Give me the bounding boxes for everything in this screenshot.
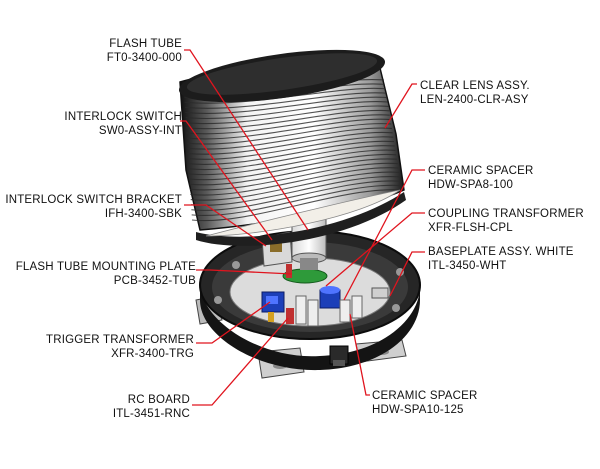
callout-flash-tube-mounting-plate: FLASH TUBE MOUNTING PLATE PCB-3452-TUB: [16, 260, 196, 288]
callout-coupling-transformer-name: COUPLING TRANSFORMER: [428, 208, 584, 220]
callout-baseplate-assy-part: ITL-3450-WHT: [428, 260, 507, 272]
callout-interlock-switch-part: SW0-ASSY-INT: [98, 125, 182, 137]
callout-baseplate-assy: BASEPLATE ASSY. WHITE ITL-3450-WHT: [428, 245, 574, 273]
lens-ridge: [191, 184, 402, 217]
callout-ceramic-spacer-8: CERAMIC SPACER HDW-SPA8-100: [428, 164, 533, 192]
leader-trigger-transformer: [196, 301, 271, 344]
lens-ridge: [190, 162, 398, 191]
leader-rc-board: [192, 317, 289, 406]
lens-ridge: [186, 114, 390, 135]
callout-flash-tube-mounting-plate-name: FLASH TUBE MOUNTING PLATE: [15, 261, 196, 273]
callout-rc-board-part: ITL-3451-RNC: [112, 408, 190, 420]
callout-coupling-transformer: COUPLING TRANSFORMER XFR-FLSH-CPL: [428, 207, 584, 235]
lens-ridge: [185, 101, 388, 120]
leader-baseplate-assy: [389, 251, 425, 297]
callout-flash-tube: FLASH TUBE FT0-3400-000: [107, 37, 182, 65]
callout-ceramic-spacer-8-name: CERAMIC SPACER: [428, 165, 534, 177]
callout-coupling-transformer-part: XFR-FLSH-CPL: [428, 222, 513, 234]
lens-ridge: [185, 105, 389, 125]
lens-ridge: [190, 171, 400, 201]
lens-ridge: [188, 145, 395, 171]
lens-ridge: [190, 167, 399, 196]
leader-flash-tube: [184, 49, 309, 231]
callout-baseplate-assy-name: BASEPLATE ASSY. WHITE: [428, 246, 574, 258]
clear-lens-assembly: [178, 49, 406, 246]
callout-rc-board-name: RC BOARD: [127, 394, 190, 406]
lens-ridge: [187, 127, 392, 150]
callout-ceramic-spacer-10-part: HDW-SPA10-125: [372, 404, 464, 416]
callout-trigger-transformer: TRIGGER TRANSFORMER XFR-3400-TRG: [46, 333, 194, 361]
lens-ridge: [188, 140, 395, 165]
leader-lines: [180, 49, 425, 406]
callout-interlock-switch-bracket-part: IFH-3400-SBK: [104, 208, 182, 220]
callout-clear-lens-assy-part: LEN-2400-CLR-ASY: [420, 94, 529, 106]
lens-ridge: [190, 175, 400, 206]
callout-flash-tube-part: FT0-3400-000: [106, 52, 182, 64]
callout-interlock-switch-bracket-name: INTERLOCK SWITCH BRACKET: [5, 194, 182, 206]
lens-ridge: [187, 131, 393, 155]
callout-clear-lens-assy: CLEAR LENS ASSY. LEN-2400-CLR-ASY: [420, 79, 530, 107]
lens-ridge: [189, 153, 397, 181]
lens-ridge: [189, 149, 396, 176]
lens-ridge: [184, 92, 387, 109]
callout-ceramic-spacer-10: CERAMIC SPACER HDW-SPA10-125: [372, 389, 477, 417]
internal-components: [261, 264, 389, 327]
callout-interlock-switch-name: INTERLOCK SWITCH: [64, 111, 182, 123]
lens-ridge: [186, 118, 391, 140]
callout-ceramic-spacer-10-name: CERAMIC SPACER: [372, 390, 478, 402]
lens-ridge: [185, 96, 387, 114]
callout-rc-board: RC BOARD ITL-3451-RNC: [113, 393, 190, 421]
callout-trigger-transformer-part: XFR-3400-TRG: [111, 348, 194, 360]
leader-ceramic-spacer-8: [343, 169, 425, 301]
callout-clear-lens-assy-name: CLEAR LENS ASSY.: [420, 80, 530, 92]
leader-interlock-switch: [180, 120, 273, 241]
lens-ridge: [189, 158, 397, 186]
lens-ridge: [186, 109, 390, 130]
callout-flash-tube-mounting-plate-part: PCB-3452-TUB: [113, 275, 196, 287]
leader-interlock-switch-bracket: [184, 204, 267, 247]
callout-interlock-switch: INTERLOCK SWITCH SW0-ASSY-INT: [64, 110, 182, 138]
callout-trigger-transformer-name: TRIGGER TRANSFORMER: [46, 334, 194, 346]
leader-ceramic-spacer-10: [349, 313, 370, 396]
leader-coupling-transformer: [325, 212, 425, 287]
leader-clear-lens-assy: [384, 83, 417, 129]
lens-ridge: [187, 123, 392, 145]
callout-ceramic-spacer-8-part: HDW-SPA8-100: [428, 179, 514, 191]
lens-ridge: [191, 189, 403, 222]
lens-ridge: [188, 136, 394, 160]
callout-interlock-switch-bracket: INTERLOCK SWITCH BRACKET IFH-3400-SBK: [5, 193, 182, 221]
callout-flash-tube-name: FLASH TUBE: [109, 38, 182, 50]
leader-flash-tube-mounting-plate: [196, 269, 293, 275]
